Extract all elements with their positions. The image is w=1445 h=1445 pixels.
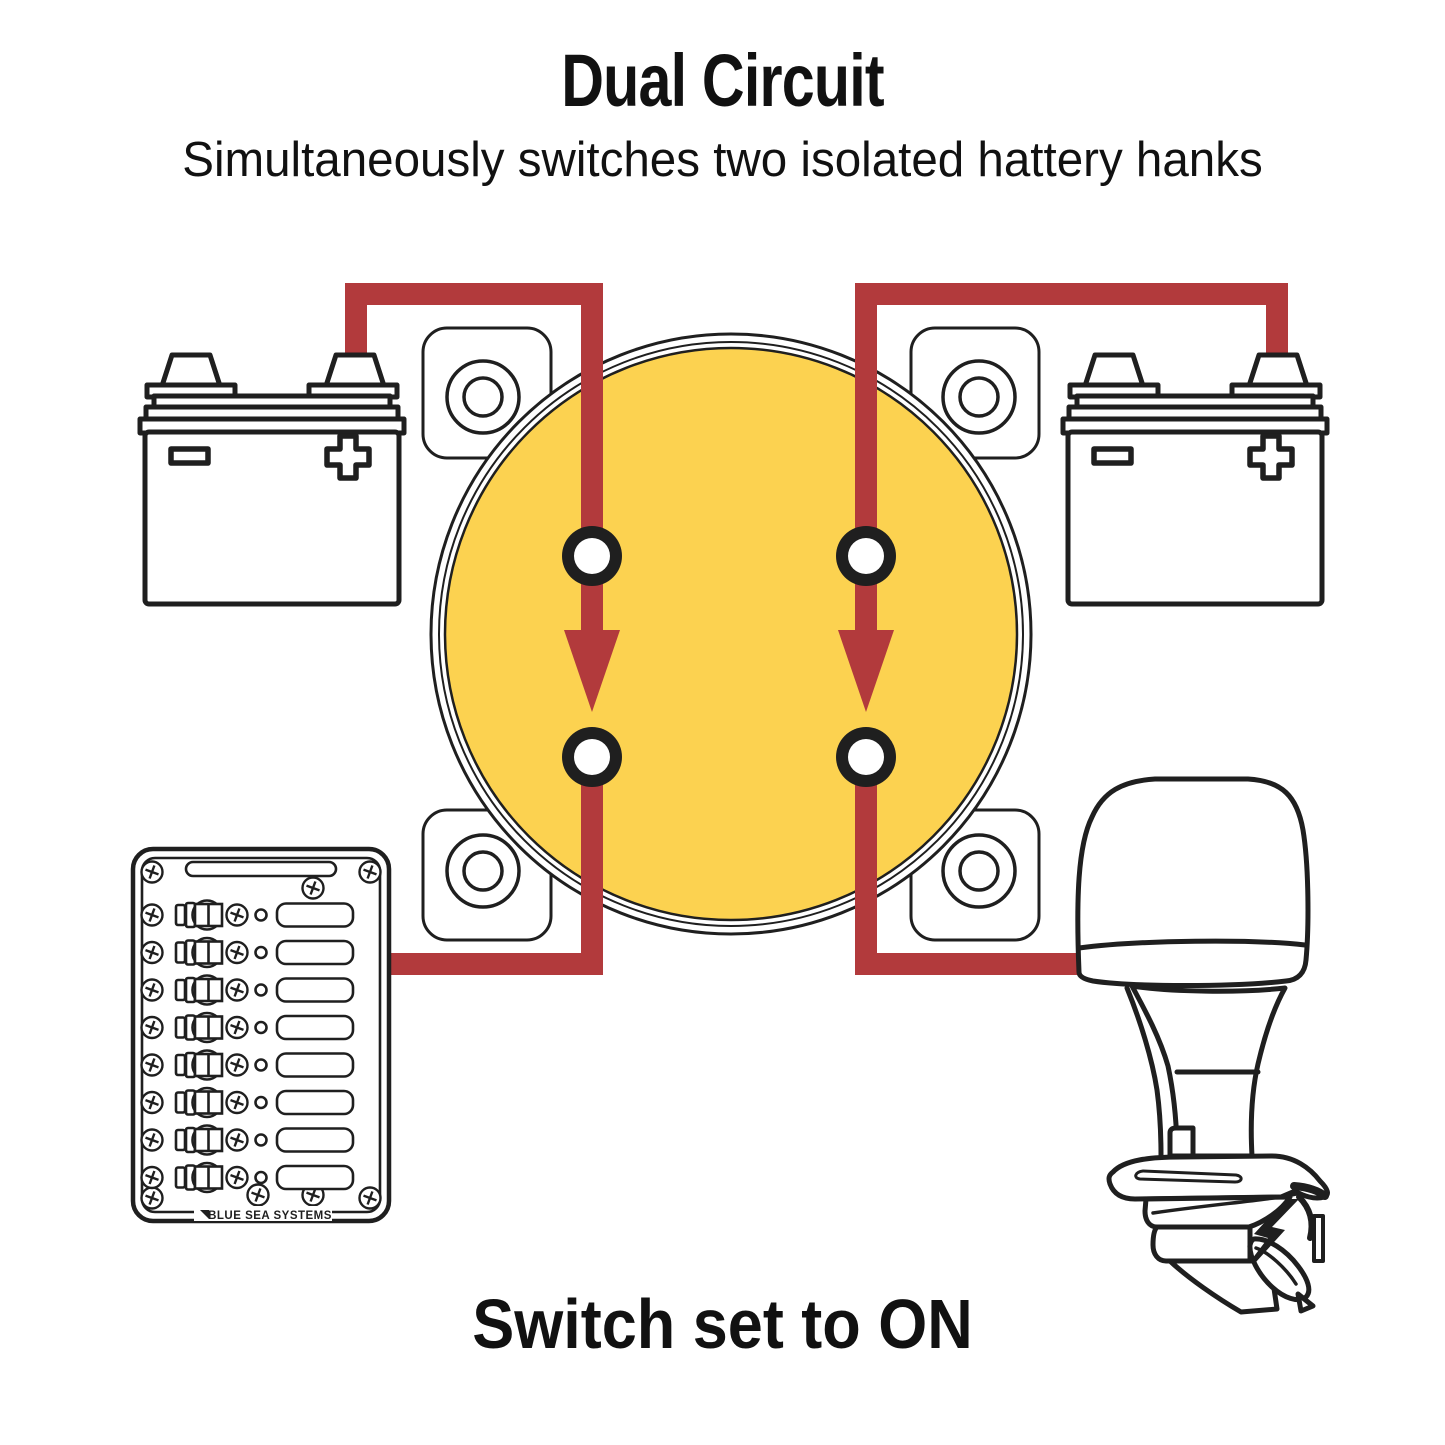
motor-cowl-seam: [1076, 938, 1308, 951]
terminal-bottom-right: [836, 727, 896, 787]
panel-brand-label: BLUE SEA SYSTEMS: [208, 1210, 332, 1222]
wire-left-battery-to-switch: [345, 283, 603, 556]
page-subtitle: Simultaneously switches two isolated hat…: [182, 133, 1263, 187]
switch-state-caption: Switch set to ON: [472, 1285, 973, 1363]
battery-switch: [421, 326, 1041, 942]
motor-trim-tab: [1312, 1214, 1325, 1263]
corner-screw-holes: [445, 359, 1017, 909]
page-title: Dual Circuit: [561, 39, 884, 122]
battery-right: [1063, 355, 1327, 604]
switch-knob[interactable]: [443, 346, 1019, 922]
motor-bracket-line: [1124, 985, 1164, 1158]
current-arrow-left: [564, 630, 620, 712]
motor-gearcase: [1150, 1224, 1253, 1264]
outboard-motor: [1075, 776, 1330, 1315]
terminal-top-left: [562, 526, 622, 586]
motor-skeg: [1167, 1258, 1280, 1315]
wire-right-battery-to-switch: [855, 283, 1288, 556]
motor-prop-fin: [1295, 1291, 1316, 1314]
current-arrow-right: [838, 630, 894, 712]
terminal-top-right: [836, 526, 896, 586]
wire-switch-to-panel: [386, 757, 603, 975]
terminal-bottom-left: [562, 727, 622, 787]
switch-collar-ring: [438, 341, 1024, 927]
battery-left: [140, 355, 404, 604]
breaker-panel: BLUE SEA SYSTEMS: [130, 846, 392, 1224]
panel-top-slot: [184, 860, 338, 878]
motor-bolt-shadow: [1252, 1199, 1299, 1262]
wire-switch-to-motor: [855, 757, 1082, 975]
brand-logo-icon: [200, 1210, 209, 1219]
motor-cowl: [1075, 776, 1311, 988]
